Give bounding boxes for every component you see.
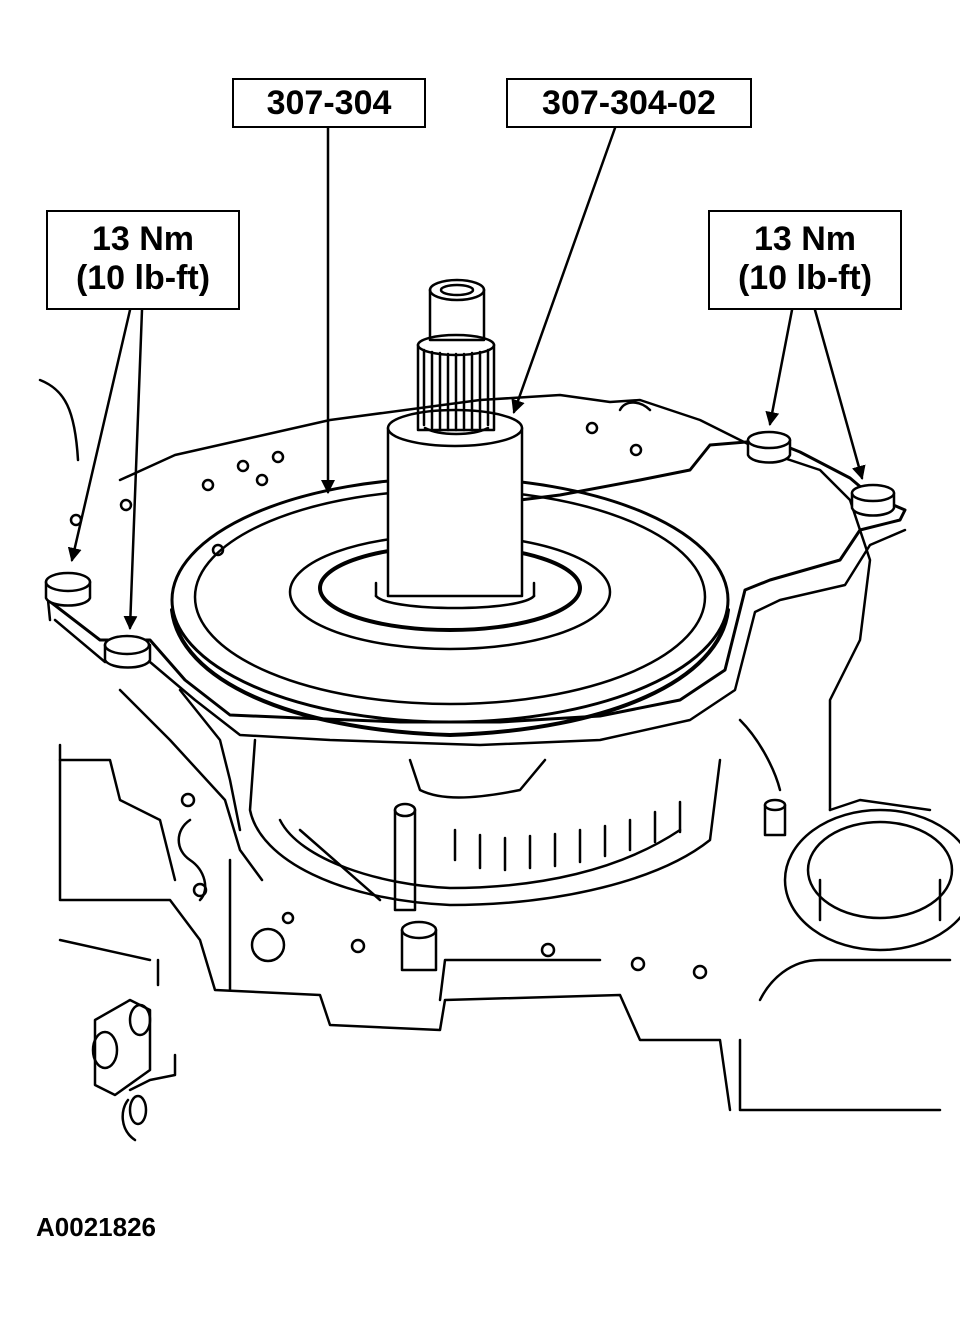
- bolt-right-inner: [746, 430, 792, 464]
- cover-plate: [46, 438, 907, 747]
- dowel-pin-left: [393, 802, 417, 912]
- torque-right-nm: 13 Nm: [753, 220, 857, 258]
- leader-lines: [67, 126, 866, 630]
- tool-307-304-02-shaft: [374, 278, 536, 610]
- callout-torque-right: 13 Nm (10 lb-ft): [708, 210, 902, 310]
- bolt-left-inner: [103, 634, 152, 669]
- torque-left-nm: 13 Nm: [91, 220, 195, 258]
- bolt-left-outer: [44, 571, 92, 607]
- callout-torque-left: 13 Nm (10 lb-ft): [46, 210, 240, 310]
- leader-torque-right-a: [765, 308, 794, 426]
- leader-torque-left-b: [123, 308, 144, 630]
- callout-tool-307-304: 307-304: [232, 78, 426, 128]
- internal-gear-assembly: [248, 718, 782, 907]
- lower-case-body: [58, 688, 952, 1112]
- leader-307-304-02: [511, 126, 617, 414]
- torque-right-lbft: (10 lb-ft): [737, 259, 873, 298]
- bracket-clip: [91, 958, 177, 1142]
- figure-code: A0021826: [36, 1212, 156, 1242]
- torque-left-lbft: (10 lb-ft): [75, 259, 211, 298]
- callout-tool-307-304-label: 307-304: [266, 84, 392, 122]
- dowel-pin-right: [763, 798, 787, 837]
- leader-torque-left-a: [67, 308, 132, 562]
- leader-torque-right-b: [813, 308, 866, 480]
- output-bore: [783, 808, 960, 952]
- dowel-pin-center: [400, 920, 438, 972]
- bolt-right-outer: [850, 483, 896, 517]
- upper-case-outline: [38, 378, 872, 812]
- callout-tool-307-304-02: 307-304-02: [506, 78, 752, 128]
- callout-tool-307-304-02-label: 307-304-02: [542, 84, 716, 122]
